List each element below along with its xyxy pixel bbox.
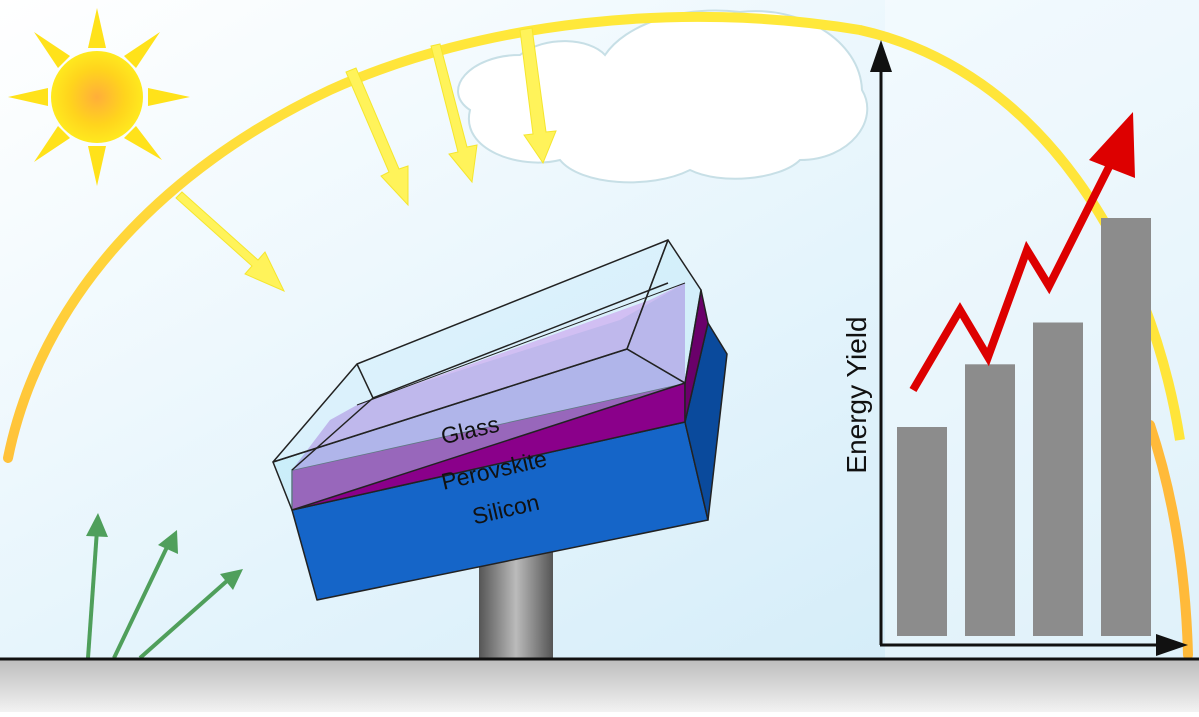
sun-rays (175, 27, 557, 293)
bar-2 (965, 364, 1015, 636)
y-axis-label: Energy Yield (841, 316, 872, 473)
chart-bars (897, 218, 1151, 636)
tandem-cell-stack (272, 239, 728, 601)
bar-4 (1101, 218, 1151, 636)
ground (0, 660, 1199, 712)
glass-layer-side (626, 239, 702, 384)
trend-line (909, 153, 1119, 393)
sun-icon (8, 8, 190, 186)
sun-path-arc (3, 11, 1193, 660)
bar-3 (1033, 322, 1083, 636)
bar-1 (897, 427, 947, 636)
trend-arrow-head (1089, 112, 1135, 178)
cloud-icon (457, 9, 869, 184)
reflected-light-rays (86, 513, 243, 660)
y-axis-arrow (870, 40, 892, 72)
x-axis-arrow (1156, 634, 1188, 656)
energy-yield-chart: Energy Yield (841, 40, 1188, 656)
